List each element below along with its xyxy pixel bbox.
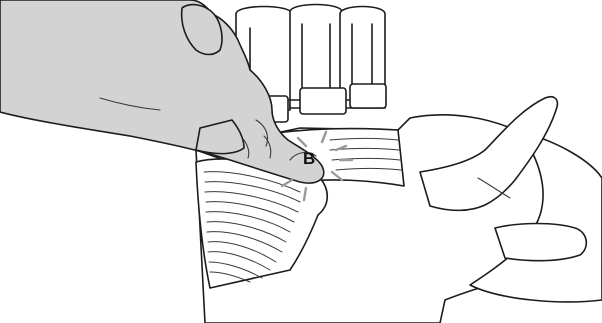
knuckle-box-3 — [350, 84, 386, 108]
callout-label-b: B — [303, 149, 315, 168]
knuckle-box-2 — [300, 88, 346, 114]
wearing-finger-lower — [495, 224, 586, 261]
